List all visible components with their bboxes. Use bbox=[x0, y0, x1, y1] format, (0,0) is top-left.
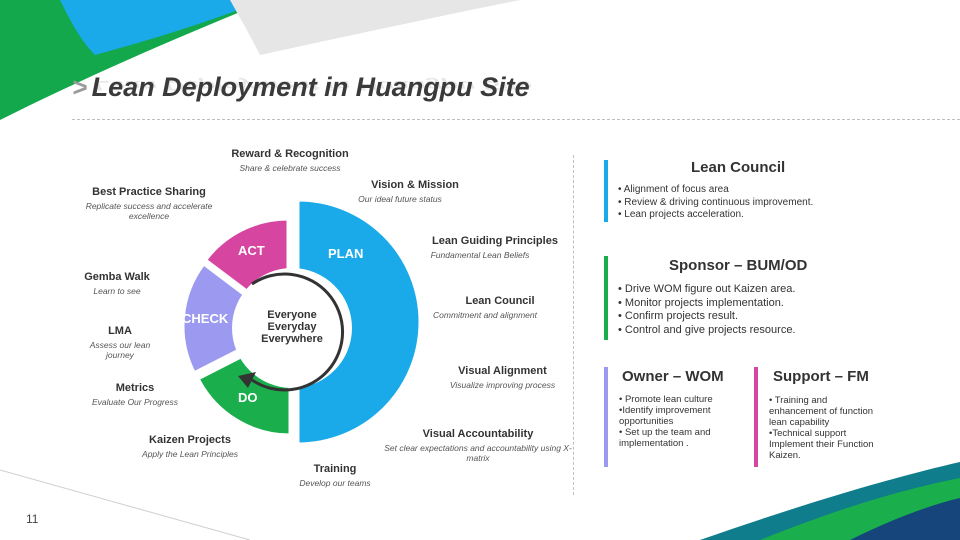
label-sub: Commitment and alignment bbox=[433, 310, 537, 320]
list-item: • Promote lean culture bbox=[619, 394, 713, 405]
label-heading: LMA bbox=[108, 325, 132, 337]
title-arrow: > bbox=[72, 72, 88, 102]
center-line-1: Everyone bbox=[267, 309, 317, 321]
label-heading: Visual Alignment bbox=[458, 365, 547, 377]
list-item: • Monitor projects implementation. bbox=[618, 296, 784, 309]
label-visual-alignment: Visual Alignment Visualize improving pro… bbox=[440, 365, 565, 390]
slide-title-row: > Lean Deployment in Huangpu Site bbox=[72, 72, 530, 112]
wheel-label-act: ACT bbox=[238, 243, 265, 258]
label-heading: Lean Council bbox=[465, 295, 535, 307]
list-item: •Technical support Implement their Funct… bbox=[769, 428, 874, 461]
label-sub: Our ideal future status bbox=[358, 194, 442, 204]
list-item: • Review & driving continuous improvemen… bbox=[618, 196, 814, 208]
bottom-left-line bbox=[0, 469, 251, 540]
panel-accent-bar bbox=[604, 256, 608, 340]
panel-title: Owner – WOM bbox=[622, 368, 724, 385]
label-heading: Gemba Walk bbox=[84, 271, 150, 283]
label-heading: Kaizen Projects bbox=[149, 434, 231, 446]
cycle-arrow bbox=[251, 272, 345, 392]
label-metrics: Metrics Evaluate Our Progress bbox=[80, 382, 190, 407]
page-number: 11 bbox=[26, 512, 39, 526]
label-heading: Lean Guiding Principles bbox=[432, 235, 558, 247]
list-item: • Alignment of focus area bbox=[618, 184, 729, 195]
label-kaizen: Kaizen Projects Apply the Lean Principle… bbox=[130, 434, 250, 459]
panel-accent-bar bbox=[754, 367, 758, 467]
top-left-green-swoosh bbox=[0, 0, 270, 120]
label-heading: Metrics bbox=[115, 382, 155, 394]
bottom-right-navy-swoosh bbox=[850, 498, 960, 540]
label-sub: Fundamental Lean Beliefs bbox=[430, 250, 530, 260]
list-item: • Training and enhancement of function l… bbox=[769, 395, 874, 428]
wheel-center-circle bbox=[232, 268, 352, 388]
label-sub: Learn to see bbox=[93, 286, 141, 296]
top-left-blue-swoosh bbox=[60, 0, 265, 55]
panel-list: • Alignment of focus area • Review & dri… bbox=[618, 184, 938, 222]
label-sub: Apply the Lean Principles bbox=[142, 449, 238, 459]
panel-accent-bar bbox=[604, 367, 608, 467]
list-item: • Drive WOM figure out Kaizen area. bbox=[618, 283, 796, 295]
label-heading: Visual Accountability bbox=[422, 428, 534, 440]
label-heading: Best Practice Sharing bbox=[92, 186, 206, 198]
panel-list: • Promote lean culture •Identify improve… bbox=[619, 394, 737, 449]
label-sub: Assess our lean journey bbox=[89, 340, 151, 360]
top-grey-swoosh bbox=[230, 0, 520, 55]
label-best-practice: Best Practice Sharing Replicate success … bbox=[74, 186, 224, 221]
label-heading: Reward & Recognition bbox=[231, 148, 349, 160]
panel-title: Support – FM bbox=[773, 368, 869, 385]
panel-list: • Training and enhancement of function l… bbox=[769, 395, 887, 461]
label-sub: Visualize improving process bbox=[449, 380, 556, 390]
wheel-label-plan: PLAN bbox=[328, 246, 364, 261]
list-item: • Confirm projects result. bbox=[618, 310, 738, 322]
label-sub: Replicate success and accelerate excelle… bbox=[85, 201, 213, 221]
wheel-segment-plan bbox=[296, 198, 422, 446]
cycle-arrowhead bbox=[238, 372, 256, 388]
label-council: Lean Council Commitment and alignment bbox=[420, 295, 550, 320]
label-heading: Training bbox=[313, 463, 357, 475]
label-sub: Develop our teams bbox=[299, 478, 371, 488]
label-sub: Share & celebrate success bbox=[239, 163, 341, 173]
label-vision: Vision & Mission Our ideal future status bbox=[330, 179, 470, 204]
panel-list: • Drive WOM figure out Kaizen area. • Mo… bbox=[618, 283, 938, 337]
panel-title: Sponsor – BUM/OD bbox=[669, 257, 808, 274]
wheel-center-text: Everyone Everyday Everywhere bbox=[244, 309, 340, 345]
list-item: • Set up the team and implementation . bbox=[619, 427, 711, 449]
label-heading: Vision & Mission bbox=[371, 179, 459, 191]
center-line-2: Everyday bbox=[267, 321, 317, 333]
vertical-divider bbox=[573, 155, 574, 495]
wheel-label-check: CHECK bbox=[182, 311, 229, 326]
slide-title: Lean Deployment in Huangpu Site bbox=[91, 72, 530, 102]
label-gemba: Gemba Walk Learn to see bbox=[72, 271, 162, 296]
label-guiding: Lean Guiding Principles Fundamental Lean… bbox=[400, 235, 560, 260]
list-item: • Lean projects acceleration. bbox=[618, 209, 744, 220]
label-lma: LMA Assess our lean journey bbox=[80, 325, 160, 360]
label-reward: Reward & Recognition Share & celebrate s… bbox=[215, 148, 365, 173]
label-sub: Evaluate Our Progress bbox=[92, 397, 178, 407]
center-line-3: Everywhere bbox=[261, 333, 323, 345]
header-divider bbox=[72, 119, 960, 120]
label-visual-accountability: Visual Accountability Set clear expectat… bbox=[378, 428, 578, 463]
list-item: •Identify improvement opportunities bbox=[619, 405, 711, 427]
wheel-label-do: DO bbox=[238, 390, 258, 405]
list-item: • Control and give projects resource. bbox=[618, 323, 796, 336]
label-sub: Set clear expectations and accountabilit… bbox=[384, 443, 572, 463]
label-training: Training Develop our teams bbox=[280, 463, 390, 488]
panel-title: Lean Council bbox=[691, 159, 786, 176]
panel-accent-bar bbox=[604, 160, 608, 222]
